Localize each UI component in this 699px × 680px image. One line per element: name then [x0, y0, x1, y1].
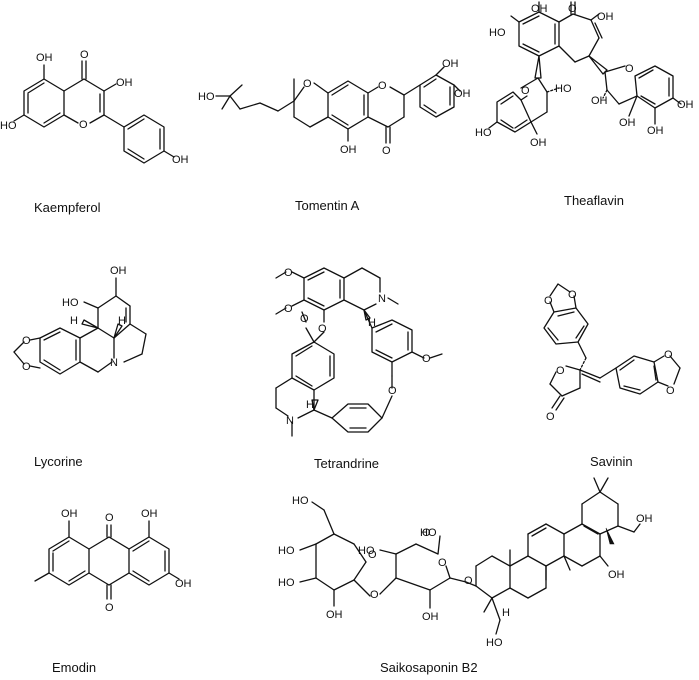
- atom-label: H: [502, 607, 510, 619]
- atom-label: O: [22, 361, 31, 373]
- atom-label: O: [666, 385, 675, 397]
- atom-label: O: [521, 85, 530, 97]
- atom-label: HO: [292, 495, 309, 507]
- atom-label: O: [370, 589, 379, 601]
- atom-label: OH: [619, 117, 636, 129]
- atom-label: OH: [608, 569, 625, 581]
- atom-label: OH: [530, 137, 547, 149]
- atom-label: OH: [110, 265, 127, 277]
- atom-label: OH: [636, 513, 653, 525]
- atom-label: H: [368, 317, 376, 329]
- atom-label: H: [118, 315, 126, 327]
- atom-label: O: [568, 3, 577, 15]
- atom-label: O: [464, 575, 473, 587]
- atom-label: HO: [489, 27, 506, 39]
- compound-name-saikosaponin-b2: Saikosaponin B2: [380, 660, 478, 675]
- atom-label: HO: [555, 83, 572, 95]
- atom-label: HO: [420, 527, 437, 539]
- atom-label: HO: [62, 297, 79, 309]
- atom-label: HO: [0, 120, 17, 132]
- atom-label: O: [388, 385, 397, 397]
- atom-label: H: [306, 399, 314, 411]
- atom-label: OH: [340, 144, 357, 156]
- atom-label: O: [79, 119, 88, 131]
- atom-label: OH: [647, 125, 664, 137]
- compound-name-savinin: Savinin: [590, 454, 633, 469]
- atom-label: OH: [36, 52, 53, 64]
- atom-label: O: [664, 349, 673, 361]
- atom-label: OH: [597, 11, 614, 23]
- atom-label: HO: [475, 127, 492, 139]
- atom-label: O: [382, 145, 391, 157]
- atom-label: O: [556, 365, 565, 377]
- atom-label: OH: [591, 95, 608, 107]
- compound-name-tetrandrine: Tetrandrine: [314, 456, 380, 471]
- saikosaponin-b2-structure: HO HO HO O OH HO O O O HO OH O HO OH OH …: [278, 477, 653, 649]
- atom-label: OH: [454, 88, 471, 100]
- atom-label: OH: [677, 99, 694, 111]
- atom-label: H: [70, 315, 78, 327]
- atom-label: HO: [198, 91, 215, 103]
- atom-label: O: [422, 527, 431, 539]
- atom-label: O: [22, 335, 31, 347]
- atom-label: O: [318, 323, 327, 335]
- atom-label: N: [378, 293, 386, 305]
- tetrandrine-structure: O O N H O O O O N H: [275, 267, 443, 437]
- compound-name-theaflavin: Theaflavin: [564, 193, 624, 208]
- atom-label: O: [368, 549, 377, 561]
- compound-name-kaempferol: Kaempferol: [34, 200, 101, 215]
- atom-label: OH: [531, 3, 548, 15]
- compound-name-lycorine: Lycorine: [34, 454, 83, 469]
- atom-label: O: [546, 411, 555, 423]
- atom-label: O: [300, 313, 309, 325]
- atom-label: OH: [61, 508, 78, 520]
- atom-label: HO: [486, 637, 503, 649]
- atom-label: O: [105, 512, 114, 524]
- atom-label: HO: [278, 545, 295, 557]
- compound-name-tomentin-a: Tomentin A: [295, 198, 360, 213]
- atom-label: N: [110, 357, 118, 369]
- savinin-structure: O O O O O O: [543, 283, 681, 423]
- atom-label: O: [105, 602, 114, 614]
- lycorine-structure: OH HO H H O O N: [13, 265, 147, 375]
- atom-label: HO: [358, 545, 375, 557]
- tomentin-a-structure: HO O O OH OH OH O: [198, 58, 471, 157]
- atom-label: N: [286, 415, 294, 427]
- atom-label: O: [568, 289, 577, 301]
- atom-label: OH: [422, 611, 439, 623]
- atom-label: OH: [326, 609, 343, 621]
- atom-label: O: [284, 303, 293, 315]
- atom-label: OH: [442, 58, 459, 70]
- atom-label: O: [625, 63, 634, 75]
- kaempferol-structure: OH O OH HO O OH: [0, 49, 189, 166]
- atom-label: OH: [172, 154, 189, 166]
- theaflavin-structure: OH O OH HO HO O OH OH O OH HO OH OH: [475, 1, 694, 149]
- atom-label: O: [544, 295, 553, 307]
- atom-label: O: [378, 80, 387, 92]
- atom-label: OH: [141, 508, 158, 520]
- atom-label: HO: [278, 577, 295, 589]
- emodin-structure: OH O OH O OH: [34, 508, 192, 614]
- atom-label: OH: [116, 77, 133, 89]
- atom-label: O: [80, 49, 89, 61]
- atom-label: OH: [175, 578, 192, 590]
- compound-name-emodin: Emodin: [52, 660, 97, 675]
- atom-label: O: [422, 353, 431, 365]
- atom-label: O: [284, 267, 293, 279]
- atom-label: O: [303, 78, 312, 90]
- atom-label: O: [438, 557, 447, 569]
